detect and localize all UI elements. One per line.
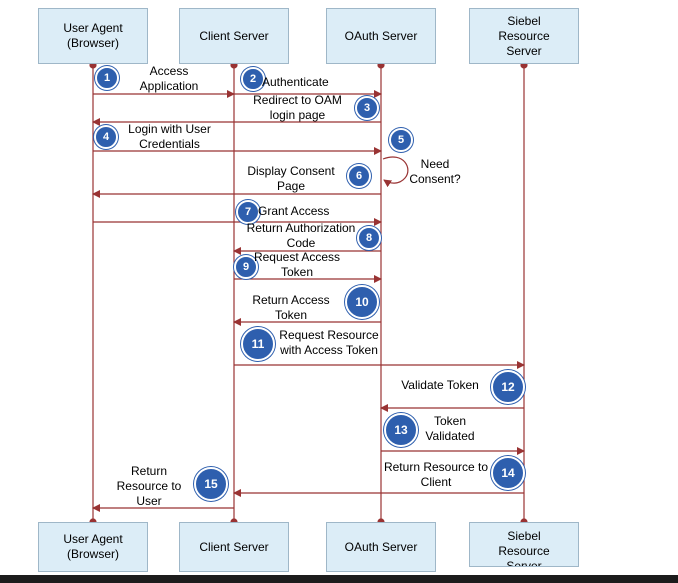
step-badge-10: 10 [345, 285, 379, 319]
step-badge-5: 5 [389, 128, 413, 152]
actor-oauth-server-top: OAuth Server [326, 8, 436, 64]
step-badge-14: 14 [491, 456, 525, 490]
actor-siebel-server-top: Siebel Resource Server [469, 8, 579, 64]
step-label-11: Request Resource with Access Token [279, 328, 379, 357]
step-badge-4: 4 [94, 125, 118, 149]
step-badge-15: 15 [194, 467, 228, 501]
step-label-10: Return Access Token [252, 293, 330, 322]
arrow-step-5 [382, 156, 409, 188]
step-badge-1: 1 [95, 66, 119, 90]
step-badge-8: 8 [357, 226, 381, 250]
actor-client-server-top: Client Server [179, 8, 289, 64]
step-label-9: Request Access Token [253, 250, 341, 279]
step-badge-11: 11 [241, 327, 275, 361]
step-badge-12: 12 [491, 370, 525, 404]
step-badge-3: 3 [355, 96, 379, 120]
step-label-2: Authenticate [262, 75, 329, 89]
step-label-1: Access Application [139, 64, 199, 93]
step-label-3: Redirect to OAM login page [253, 93, 342, 122]
step-badge-7: 7 [236, 200, 260, 224]
actor-client-server-bottom: Client Server [179, 522, 289, 572]
step-badge-2: 2 [241, 67, 265, 91]
step-label-8: Return Authorization Code [246, 221, 356, 250]
step-label-15: Return Resource to User [116, 464, 182, 508]
step-badge-13: 13 [384, 413, 418, 447]
step-label-6: Display Consent Page [247, 164, 335, 193]
step-label-13: Token Validated [425, 414, 475, 443]
step-label-5: Need Consent? [409, 157, 461, 186]
step-label-7: Grant Access [258, 204, 330, 218]
actor-user-agent-bottom: User Agent (Browser) [38, 522, 148, 572]
actor-oauth-server-bottom: OAuth Server [326, 522, 436, 572]
step-label-12: Validate Token [401, 378, 479, 392]
actor-user-agent-top: User Agent (Browser) [38, 8, 148, 64]
step-label-14: Return Resource to Client [383, 460, 489, 489]
bottom-edge-bar [0, 575, 678, 583]
step-label-4: Login with User Credentials [128, 122, 211, 151]
step-badge-9: 9 [234, 255, 258, 279]
step-badge-6: 6 [347, 164, 371, 188]
actor-siebel-server-bottom: Siebel Resource Server [469, 522, 579, 567]
